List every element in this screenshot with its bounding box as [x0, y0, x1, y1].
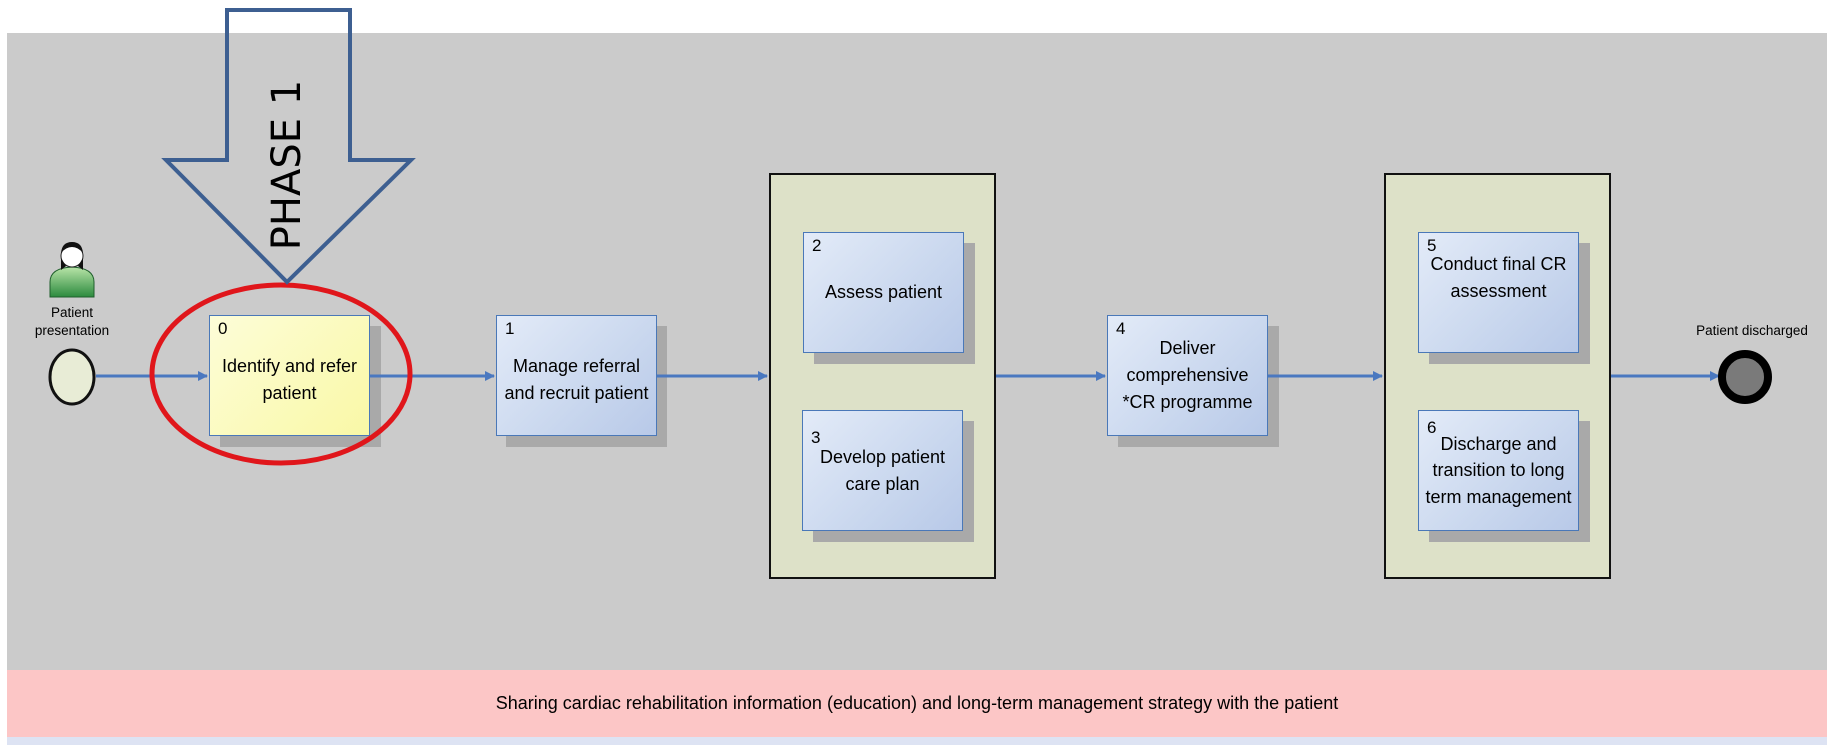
- phase-arrow: PHASE 1: [161, 8, 416, 285]
- task-number: 2: [812, 236, 822, 255]
- end-event-label: Patient discharged: [1696, 323, 1808, 338]
- task-label: Identify and refer patient: [221, 355, 358, 403]
- information-band: Sharing cardiac rehabilitation informati…: [7, 670, 1827, 737]
- phase-label: PHASE 1: [264, 80, 310, 250]
- task-manage-referral[interactable]: 1 Manage referral and recruit patient: [496, 315, 657, 436]
- task-label: Conduct final CR assessment: [1430, 253, 1567, 301]
- task-label: Deliver comprehensive *CR programme: [1122, 338, 1253, 412]
- start-event-circle[interactable]: [48, 348, 96, 406]
- task-label: Manage referral and recruit patient: [504, 355, 649, 403]
- task-number: 3: [811, 428, 821, 447]
- task-assess-patient[interactable]: 2 Assess patient: [803, 232, 964, 353]
- task-label: Assess patient: [824, 282, 943, 302]
- task-label: Develop patient care plan: [819, 446, 946, 494]
- task-discharge-transition[interactable]: 6 Discharge and transition to long term …: [1418, 410, 1579, 531]
- task-number: 0: [218, 319, 228, 338]
- task-label: Discharge and transition to long term ma…: [1425, 434, 1572, 507]
- start-event-label: Patient presentation: [34, 305, 110, 338]
- information-band-text: Sharing cardiac rehabilitation informati…: [495, 693, 1339, 713]
- highlight-ring: [149, 282, 413, 466]
- band-footer-strip: [7, 737, 1827, 745]
- task-final-assessment[interactable]: 5 Conduct final CR assessment: [1418, 232, 1579, 353]
- task-number: 4: [1116, 319, 1126, 338]
- task-deliver-programme[interactable]: 4 Deliver comprehensive *CR programme: [1107, 315, 1268, 436]
- task-number: 6: [1427, 418, 1437, 437]
- task-identify-refer[interactable]: 0 Identify and refer patient: [209, 315, 370, 436]
- end-event-circle[interactable]: [1718, 350, 1772, 404]
- person-icon: [49, 242, 95, 298]
- task-care-plan[interactable]: 3 Develop patient care plan: [802, 410, 963, 531]
- task-number: 1: [505, 319, 515, 338]
- task-number: 5: [1427, 236, 1437, 255]
